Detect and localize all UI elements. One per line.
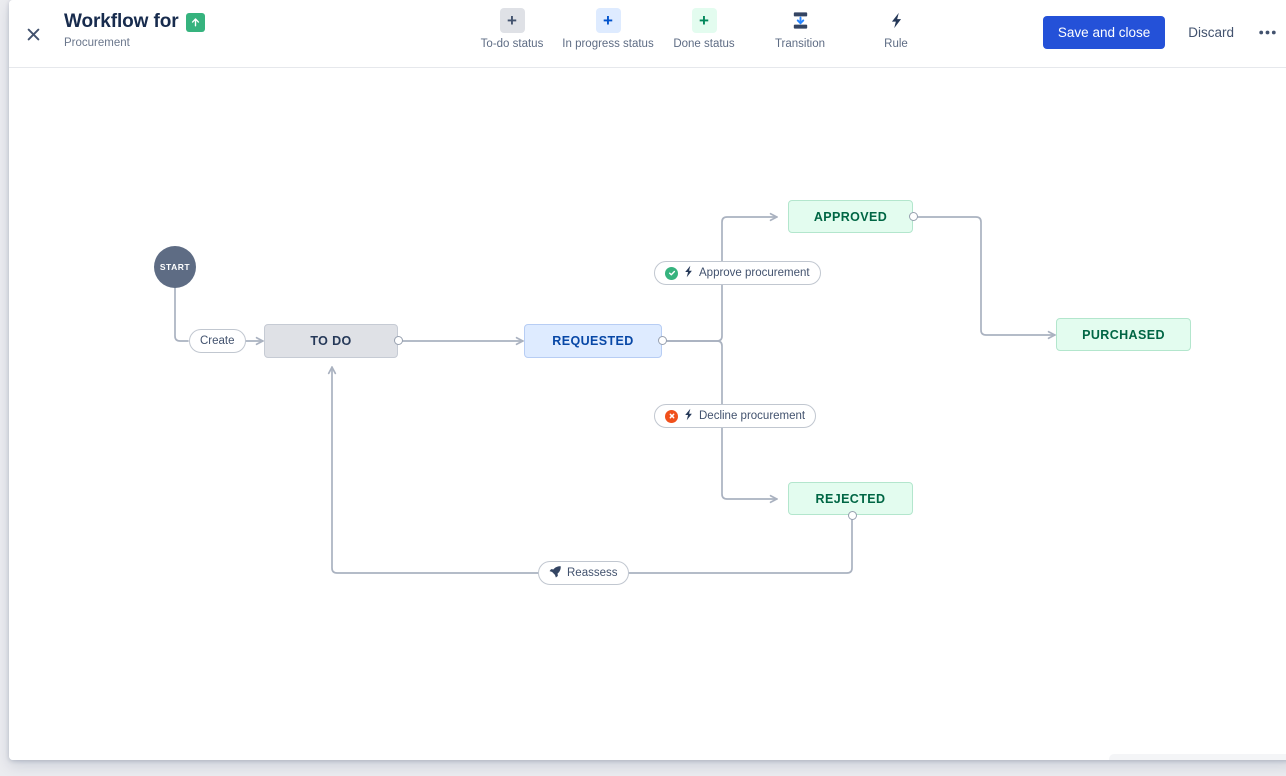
start-node[interactable]: START xyxy=(154,246,196,288)
zoom-control xyxy=(1109,754,1286,760)
discard-button[interactable]: Discard xyxy=(1175,16,1247,49)
add-rule-label: Rule xyxy=(884,38,908,50)
page-title: Workflow for Procurement xyxy=(64,11,205,50)
transition-label-decline-procurement: Decline procurement xyxy=(699,410,806,422)
add-transition-label: Transition xyxy=(774,38,826,50)
status-node-rejected[interactable]: REJECTED xyxy=(788,482,913,515)
lightning-bolt-icon xyxy=(683,265,694,281)
workflow-subtitle: Procurement xyxy=(64,37,130,49)
status-node-to-do[interactable]: TO DO xyxy=(264,324,398,358)
plus-icon: + xyxy=(499,8,525,33)
transition-label-approve-procurement: Approve procurement xyxy=(699,267,810,279)
port-rejected-bottom[interactable] xyxy=(848,511,857,520)
add-in-progress-status-label: In progress status xyxy=(562,38,654,50)
transition-icon xyxy=(788,8,813,33)
check-circle-icon xyxy=(665,266,678,280)
plus-icon: + xyxy=(691,8,717,33)
rocket-icon xyxy=(549,565,562,581)
plus-icon: + xyxy=(595,8,621,33)
more-options-icon[interactable] xyxy=(1252,18,1282,48)
transition-label-create: Create xyxy=(200,335,235,347)
workflow-edges xyxy=(174,212,1056,574)
port-to-do-right[interactable] xyxy=(394,336,403,345)
add-in-progress-status-button[interactable]: + In progress status xyxy=(560,8,656,50)
add-todo-status-button[interactable]: + To-do status xyxy=(464,8,560,50)
add-rule-button[interactable]: Rule xyxy=(848,8,944,50)
transition-label-reassess: Reassess xyxy=(567,567,618,579)
transition-pill-create[interactable]: Create xyxy=(189,329,246,353)
toolbar: + To-do status + In progress status + Do… xyxy=(464,8,944,50)
lightning-bolt-icon xyxy=(683,408,694,424)
close-icon[interactable] xyxy=(19,20,47,48)
transition-pill-approve-procurement[interactable]: Approve procurement xyxy=(654,261,821,285)
transition-pill-decline-procurement[interactable]: Decline procurement xyxy=(654,404,817,428)
editor-card: Workflow for Procurement + To-do status … xyxy=(9,0,1286,760)
save-and-close-button[interactable]: Save and close xyxy=(1042,16,1166,49)
workflow-canvas[interactable]: START TO DO REQUESTED APPROVED REJECTED … xyxy=(9,68,1286,760)
add-todo-status-label: To-do status xyxy=(480,38,544,50)
cross-circle-icon xyxy=(665,409,678,423)
add-done-status-button[interactable]: + Done status xyxy=(656,8,752,50)
lightning-bolt-icon xyxy=(884,8,909,33)
status-node-purchased[interactable]: PURCHASED xyxy=(1056,318,1191,351)
add-transition-button[interactable]: Transition xyxy=(752,8,848,50)
arrow-up-green-icon xyxy=(185,12,205,32)
transition-pill-reassess[interactable]: Reassess xyxy=(538,561,629,585)
header-actions: Save and close Discard xyxy=(1042,16,1282,49)
add-done-status-label: Done status xyxy=(673,38,735,50)
status-node-approved[interactable]: APPROVED xyxy=(788,200,913,233)
editor-header: Workflow for Procurement + To-do status … xyxy=(9,0,1286,68)
workflow-title-text: Workflow for xyxy=(64,11,179,32)
port-requested-right[interactable] xyxy=(658,336,667,345)
status-node-requested[interactable]: REQUESTED xyxy=(524,324,662,358)
port-approved-right[interactable] xyxy=(909,212,918,221)
